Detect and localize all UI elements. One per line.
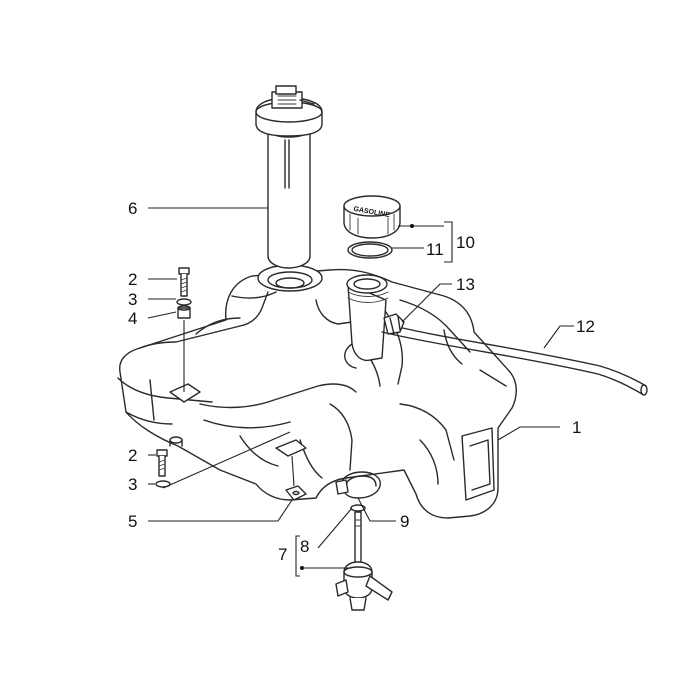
callout-numbers: 1 2 3 4 6 2 3 5 9 10 11 12 13 7 8	[128, 199, 595, 564]
filler-drain-tube	[344, 343, 357, 369]
speed-nut	[285, 485, 307, 501]
cap-gasket-ring	[347, 241, 393, 259]
washer-lower	[155, 480, 171, 488]
callout-12: 12	[576, 317, 595, 336]
callout-7: 7	[278, 545, 287, 564]
callout-2-lower: 2	[128, 446, 137, 465]
callout-9: 9	[400, 512, 409, 531]
callout-11: 11	[426, 240, 444, 259]
pipe-clamp	[335, 471, 381, 499]
bolt-upper	[178, 267, 190, 297]
callout-10: 10	[456, 233, 475, 252]
callout-4: 4	[128, 309, 137, 328]
callout-5: 5	[128, 512, 137, 531]
rubber-grommet-upper	[177, 305, 191, 319]
callout-6: 6	[128, 199, 137, 218]
callout-13: 13	[456, 275, 475, 294]
bolt-lower	[156, 449, 168, 477]
fuel-tap	[335, 511, 393, 611]
callout-8: 8	[300, 537, 309, 556]
callout-3-upper: 3	[128, 290, 137, 309]
vent-hose	[381, 323, 648, 396]
callout-1: 1	[572, 418, 581, 437]
fuel-cap: GASOLINE	[343, 195, 401, 239]
leader-lines	[147, 207, 574, 577]
hose-clamp	[383, 313, 405, 335]
leader-dot-7	[300, 566, 304, 570]
fuel-tap-washer	[350, 504, 366, 512]
callout-3-lower: 3	[128, 475, 137, 494]
fuel-level-sender	[255, 85, 323, 269]
washer-upper	[176, 298, 192, 306]
leader-dot-10	[410, 224, 414, 228]
callout-2-upper: 2	[128, 270, 137, 289]
